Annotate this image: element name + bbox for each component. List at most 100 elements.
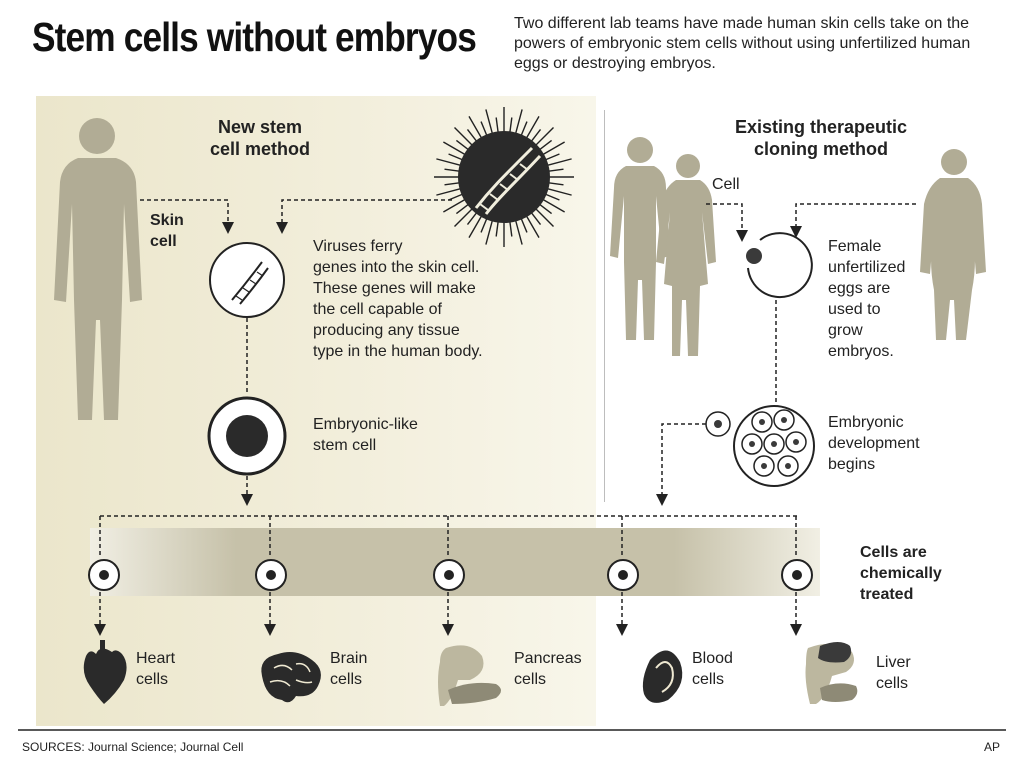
label-line: cells (876, 675, 909, 692)
starburst-ray (455, 203, 470, 215)
text-line: producing any tissue (313, 322, 460, 339)
outcome-blood-label: Blood cells (692, 648, 733, 690)
starburst-ray (509, 220, 513, 237)
text-line: unfertilized (828, 259, 906, 276)
heading-line: Existing therapeutic (734, 117, 908, 137)
label-line: Embryonic-like (313, 416, 418, 433)
label-line: cell (150, 233, 177, 250)
text-line: grow (828, 322, 863, 339)
text-line: embryos. (828, 343, 894, 360)
pancreas-icon (438, 645, 501, 706)
label-line: Cells are (860, 544, 927, 561)
starburst-ray (468, 214, 483, 238)
text-line: used to (828, 301, 881, 318)
outcome-brain-label: Brain cells (330, 648, 367, 690)
text-line: the cell capable of (313, 301, 442, 318)
starburst-ray (454, 207, 474, 227)
outcome-liver-label: Liver cells (876, 652, 911, 694)
label-line: stem cell (313, 437, 377, 454)
intro-text: Two different lab teams have made human … (514, 15, 971, 72)
text-line: Viruses ferry (313, 238, 403, 255)
nucleus-cell (746, 248, 762, 264)
starburst-ray (534, 207, 554, 227)
unfertilized-egg (747, 232, 813, 299)
label-line: Blood (692, 650, 733, 667)
label-line: Pancreas (514, 650, 582, 667)
label-line: cells (330, 671, 363, 688)
treated-cell (607, 559, 639, 591)
label-line: treated (860, 586, 914, 603)
page-title: Stem cells without embryos (32, 14, 477, 60)
cell-label: Cell (712, 176, 740, 193)
label-line: cells (136, 671, 169, 688)
new-method-arrows (140, 199, 452, 506)
woman-silhouette (920, 149, 986, 340)
starburst-ray (538, 139, 553, 151)
starburst-ray (466, 211, 478, 226)
label-line: Skin (150, 212, 184, 229)
new-method-heading: New stem cell method (180, 116, 340, 160)
text-line: type in the human body. (313, 343, 483, 360)
embryonic-like-stem-cell (207, 396, 287, 476)
starburst-ray (520, 121, 528, 137)
treated-cell (255, 559, 287, 591)
starburst-ray (448, 193, 464, 201)
starburst-ray (547, 182, 564, 186)
starburst-ray (547, 168, 564, 172)
starburst-ray (534, 127, 554, 147)
starburst-ray (443, 141, 467, 156)
starburst-ray (468, 116, 483, 140)
label-line: Brain (330, 650, 368, 667)
text-line: eggs are (828, 280, 891, 297)
treated-cell (781, 559, 813, 591)
method-divider (604, 110, 605, 502)
starburst-ray (448, 153, 464, 161)
starburst-ray (546, 187, 572, 196)
outcome-heart-label: Heart cells (136, 648, 175, 690)
starburst-ray (538, 203, 553, 215)
label-line: cells (692, 671, 725, 688)
dna-starburst-icon (434, 107, 574, 247)
text-line: Embryonic (828, 414, 904, 431)
starburst-ray (514, 109, 523, 135)
starburst-ray (544, 193, 560, 201)
starburst-ray (530, 211, 542, 226)
virus-description: Viruses ferry genes into the skin cell. … (313, 236, 483, 362)
skin-cell-with-dna (209, 242, 285, 318)
development-description: Embryonic development begins (828, 412, 920, 475)
starburst-ray (485, 109, 494, 135)
blood-cell-icon (642, 650, 683, 703)
treated-cell (433, 559, 465, 591)
treatment-label: Cells are chemically treated (860, 542, 942, 605)
man-silhouette (54, 118, 142, 420)
starburst-ray (514, 219, 523, 245)
starburst-ray (444, 182, 461, 186)
label-line: Heart (136, 650, 176, 667)
starburst-ray (485, 219, 494, 245)
starburst-ray (544, 153, 560, 161)
starburst-ray (525, 116, 540, 140)
liver-icon (805, 642, 858, 704)
text-line: These genes will make (313, 280, 476, 297)
label-line: chemically (860, 565, 942, 582)
starburst-ray (495, 117, 499, 134)
starburst-ray (525, 214, 540, 238)
stem-cell-label: Embryonic-like stem cell (313, 414, 418, 456)
embryo (733, 405, 815, 487)
skin-cell-label: Skin cell (150, 210, 184, 252)
agency-credit: AP (984, 740, 1001, 754)
heart-icon (83, 640, 127, 704)
text-line: development (828, 435, 920, 452)
starburst-ray (436, 187, 462, 196)
cloning-method-heading: Existing therapeutic cloning method (686, 116, 956, 160)
distribution-arrows (94, 515, 802, 636)
heading-line: New stem (217, 117, 303, 137)
heading-line: cell method (209, 139, 311, 159)
starburst-ray (509, 117, 513, 134)
starburst-ray (530, 128, 542, 143)
starburst-ray (480, 121, 488, 137)
brain-icon (261, 652, 321, 703)
starburst-ray (480, 217, 488, 233)
text-line: begins (828, 456, 876, 473)
